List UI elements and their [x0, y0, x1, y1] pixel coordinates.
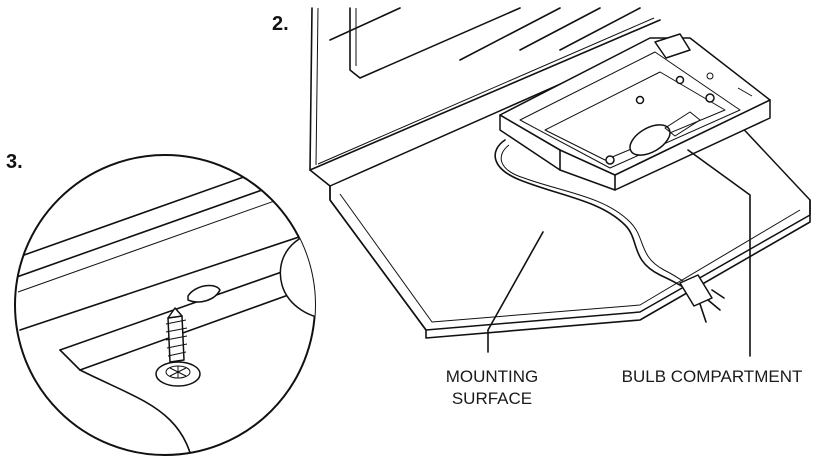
cabinet-illustration	[309, 7, 661, 187]
mounting-surface-leader	[487, 231, 544, 353]
bulb-compartment	[499, 33, 771, 191]
mounting-surface-label-line1: MOUNTING	[446, 367, 539, 386]
power-cord	[494, 139, 725, 323]
screw-detail-callout	[14, 154, 316, 456]
step-2-number: 2.	[272, 13, 289, 35]
bulb-compartment-label: BULB COMPARTMENT	[622, 367, 803, 386]
mounting-surface-label-line2: SURFACE	[452, 389, 532, 408]
step-3-number: 3.	[6, 151, 23, 173]
bulb-compartment-leader	[687, 149, 751, 357]
